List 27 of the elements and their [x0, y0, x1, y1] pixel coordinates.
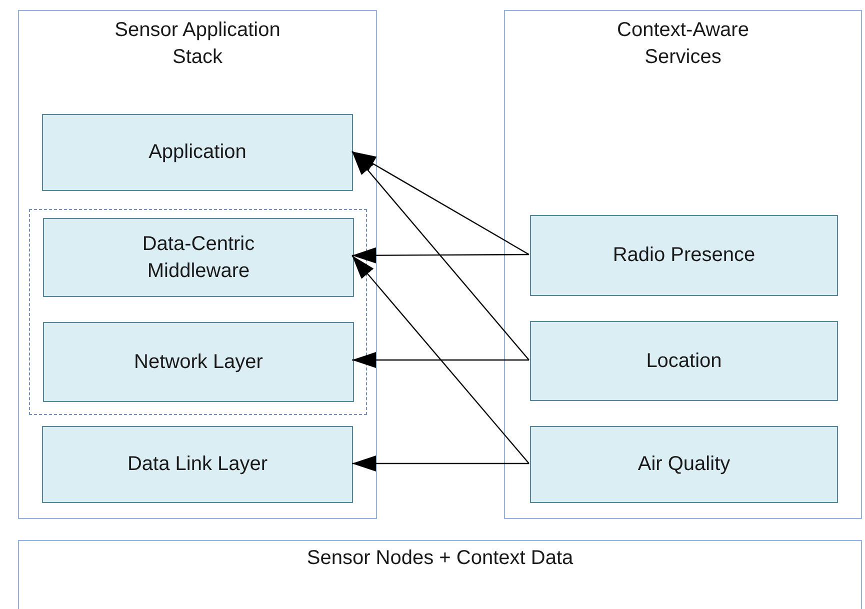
- panel-heading: Sensor Application Stack: [114, 18, 282, 70]
- layer-box: [42, 114, 353, 191]
- panel-heading: Context-Aware Services: [616, 18, 750, 70]
- layer-box: [42, 426, 353, 503]
- panel-heading: Sensor Nodes + Context Data: [306, 546, 574, 571]
- layer-label: Air Quality: [638, 452, 730, 477]
- layer-label: Radio Presence: [612, 243, 756, 268]
- layer-box: [530, 215, 838, 296]
- arrow: [352, 255, 530, 464]
- container-panel: [18, 10, 377, 519]
- layer-box: [43, 322, 354, 402]
- arrow: [352, 150, 530, 256]
- layer-box: [530, 426, 838, 503]
- arrow: [352, 151, 530, 360]
- arrow: [352, 456, 529, 472]
- layer-box: [530, 321, 838, 401]
- layer-label: Application: [148, 140, 246, 165]
- arrow: [352, 247, 529, 264]
- layer-label: Network Layer: [134, 350, 263, 374]
- layer-label: Data Link Layer: [127, 452, 268, 477]
- dashed-group-box: [29, 209, 367, 415]
- layer-box: [43, 218, 354, 297]
- layer-label: Data-Centric Middleware: [141, 232, 256, 284]
- arrow: [352, 352, 529, 368]
- container-panel: [18, 540, 862, 609]
- layer-label: Location: [646, 348, 722, 374]
- container-panel: [504, 10, 862, 519]
